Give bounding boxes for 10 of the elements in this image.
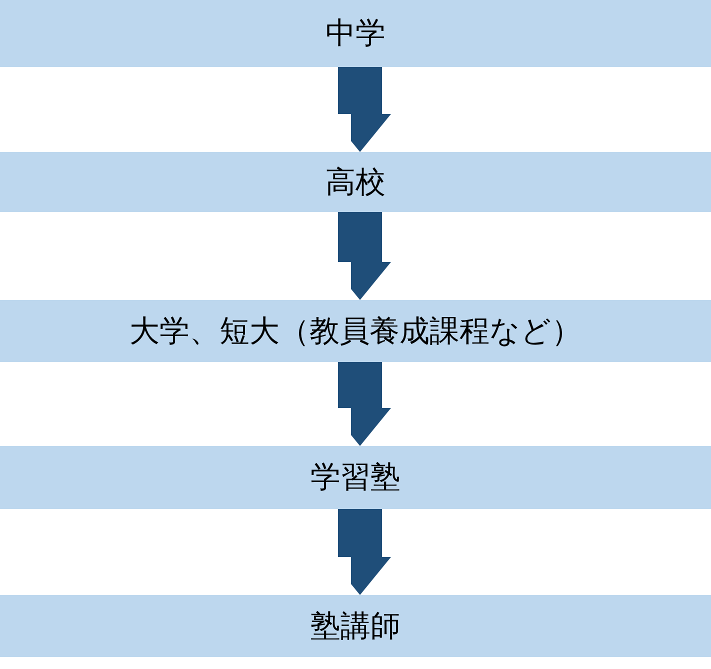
band-label: 大学、短大（教員養成課程など） (130, 312, 582, 350)
stage-band (0, 595, 711, 657)
stage-band (0, 300, 711, 362)
band-label: 学習塾 (310, 459, 400, 497)
band-label: 塾講師 (310, 608, 400, 646)
stage-band (0, 446, 711, 509)
stage-band (0, 152, 711, 212)
band-label: 高校 (326, 164, 386, 202)
band-label: 中学 (326, 15, 386, 53)
stage-band (0, 0, 711, 67)
